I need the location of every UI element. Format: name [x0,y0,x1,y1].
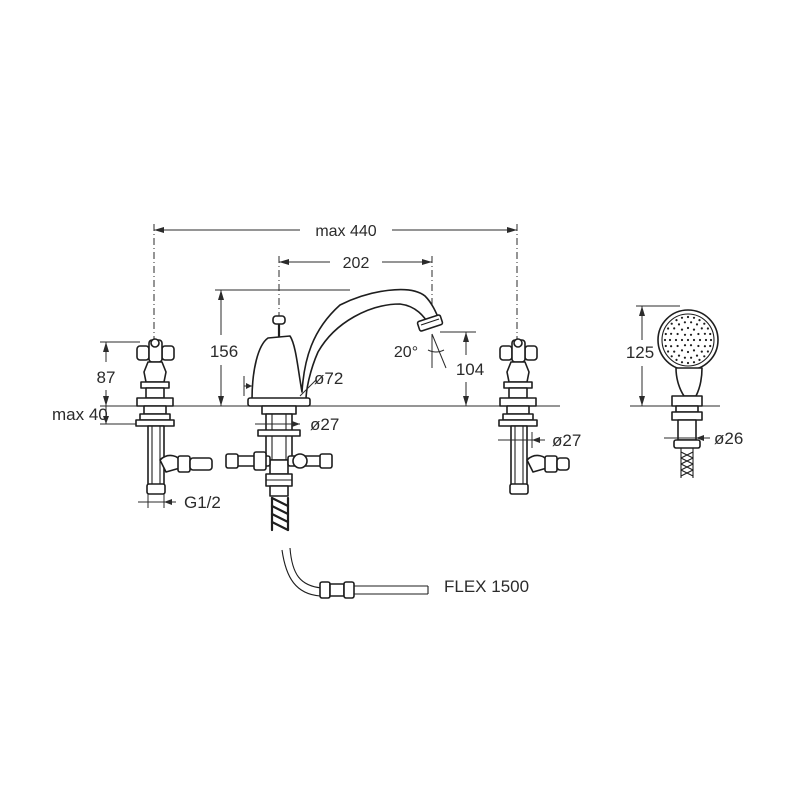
handshower-hose [680,448,694,478]
spout-base-diameter-label: ø72 [314,369,343,388]
nozzle-dot [670,345,673,348]
spout-height-label: 156 [210,342,238,361]
nozzle-dot [667,350,670,353]
nozzle-dot [683,344,687,347]
spout-angle-label: 20° [394,344,418,361]
nozzle-dot [686,350,690,354]
nozzle-dot [703,345,707,348]
nozzle-dot [686,338,690,342]
nozzle-dot [670,332,673,335]
nozzle-dot [697,332,700,336]
spout-reach-label: 202 [343,255,370,272]
handshower-length-label: 125 [626,343,654,362]
nozzle-dot [700,350,703,353]
nozzle-dot [703,332,707,335]
spout-angle-annotation: 20° [394,333,447,369]
nozzle-dot [667,327,670,330]
nozzle-dot [692,361,696,364]
nozzle-dot [709,332,712,336]
nozzle-dot [706,327,710,330]
right-valve: ø27 [498,338,581,495]
nozzle-dot [698,358,701,361]
nozzle-dot [677,354,681,357]
nozzle-dot [683,333,687,336]
nozzle-dot [692,349,696,352]
spout-reach-dimension: 202 [278,255,433,318]
handshower-nozzles [663,315,713,365]
nozzle-dot [698,338,702,342]
nozzle-dot [680,349,684,352]
overall-width-label: max 440 [315,223,376,240]
nozzle-dot [674,338,678,342]
nozzle-dot [692,316,696,319]
flex-hose: FLEX 1500 [281,547,529,599]
nozzle-dot [709,338,713,342]
nozzle-dot [680,328,684,331]
nozzle-dot [675,358,678,361]
nozzle-dot [664,344,667,348]
hose-coil [269,485,290,532]
valve-shank-diameter-label: ø27 [552,431,581,450]
nozzle-dot [676,344,679,348]
nozzle-dot [680,316,684,319]
nozzle-dot [676,332,679,336]
deck-thickness-label: max 40 [52,405,108,424]
nozzle-dot [689,333,693,336]
nozzle-dot [673,327,676,330]
nozzle-dot [664,332,667,336]
nozzle-dot [680,361,684,364]
nozzle-dot [690,356,693,359]
spout-shank: ø27 [225,405,339,487]
nozzle-dot [703,355,706,358]
nozzle-dot [668,338,672,342]
nozzle-dot [692,338,696,342]
nozzle-dot [689,344,693,347]
nozzle-dot [673,350,676,353]
nozzle-dot [704,338,708,342]
nozzle-dot [677,323,681,326]
nozzle-dot [675,319,678,322]
bath-spout: ø72 [243,288,444,407]
nozzle-dot [697,344,700,348]
spout-shank-diameter-label: ø27 [310,415,339,434]
nozzle-dot [683,356,687,359]
nozzle-dot [686,361,690,365]
nozzle-dot [683,321,687,324]
nozzle-dot [686,315,690,319]
overall-width-dimension: max 440 [153,223,518,340]
nozzle-dot [698,319,701,322]
left-valve: 87 max 40 G1/2 [52,338,221,512]
hose-label: FLEX 1500 [444,577,529,596]
nozzle-dot [663,338,667,342]
outlet-height-dimension: 104 [440,331,484,406]
outlet-height-label: 104 [456,360,484,379]
handshower-base-diameter-label: ø26 [714,429,743,448]
nozzle-dot [706,350,710,353]
thread-label: G1/2 [184,493,221,512]
nozzle-dot [695,354,699,357]
nozzle-dot [670,355,673,358]
nozzle-dot [695,323,699,326]
handshower: 125 ø26 [626,305,743,478]
nozzle-dot [709,344,712,348]
nozzle-dot [692,328,696,331]
nozzle-dot [690,321,693,324]
nozzle-dot [686,326,690,330]
valve-height-label: 87 [97,368,116,387]
nozzle-dot [670,322,673,325]
spout-height-dimension: 156 [210,289,350,406]
nozzle-dot [680,338,684,342]
nozzle-dot [703,322,706,325]
nozzle-dot [700,327,703,330]
